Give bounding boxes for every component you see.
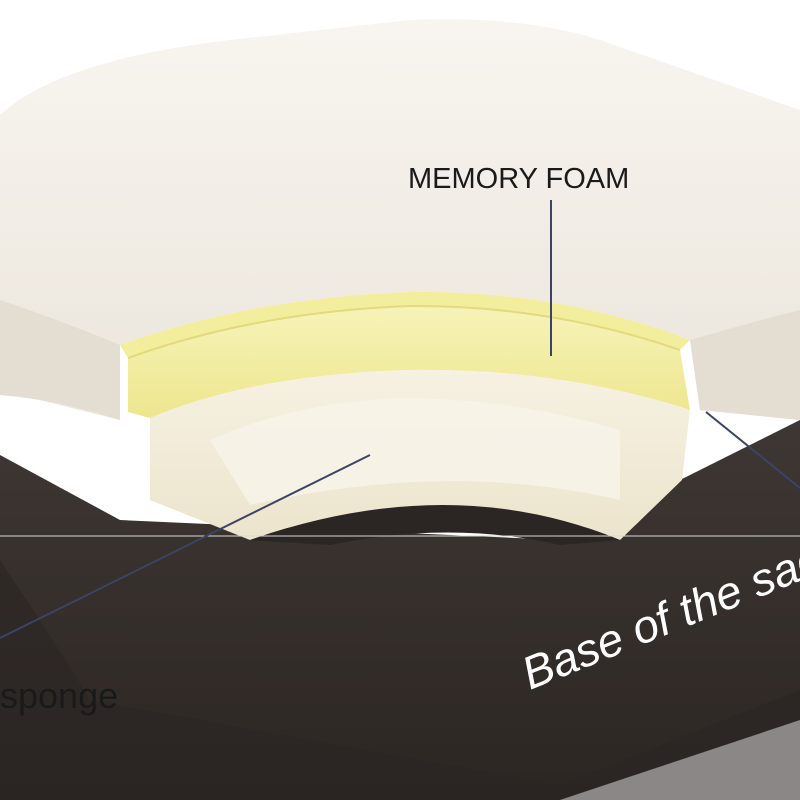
sponge-label: sponge	[0, 675, 118, 716]
memory-foam-layer	[128, 305, 690, 418]
mattress-base-front-face	[0, 560, 800, 800]
memory-foam-label: MEMORY FOAM	[408, 163, 629, 195]
cover-side-right	[690, 310, 800, 420]
mattress-top-cover	[0, 19, 800, 421]
sponge-layer-inner-face	[210, 398, 620, 505]
base-leader-line	[705, 411, 800, 489]
memory-foam-layer-top	[120, 291, 690, 358]
mattress-base	[0, 420, 800, 800]
cover-side-left	[0, 300, 120, 420]
sponge-leader-line	[0, 454, 371, 639]
base-cutaway-cavity	[250, 505, 620, 545]
memory-foam-layer-edge	[127, 304, 681, 359]
